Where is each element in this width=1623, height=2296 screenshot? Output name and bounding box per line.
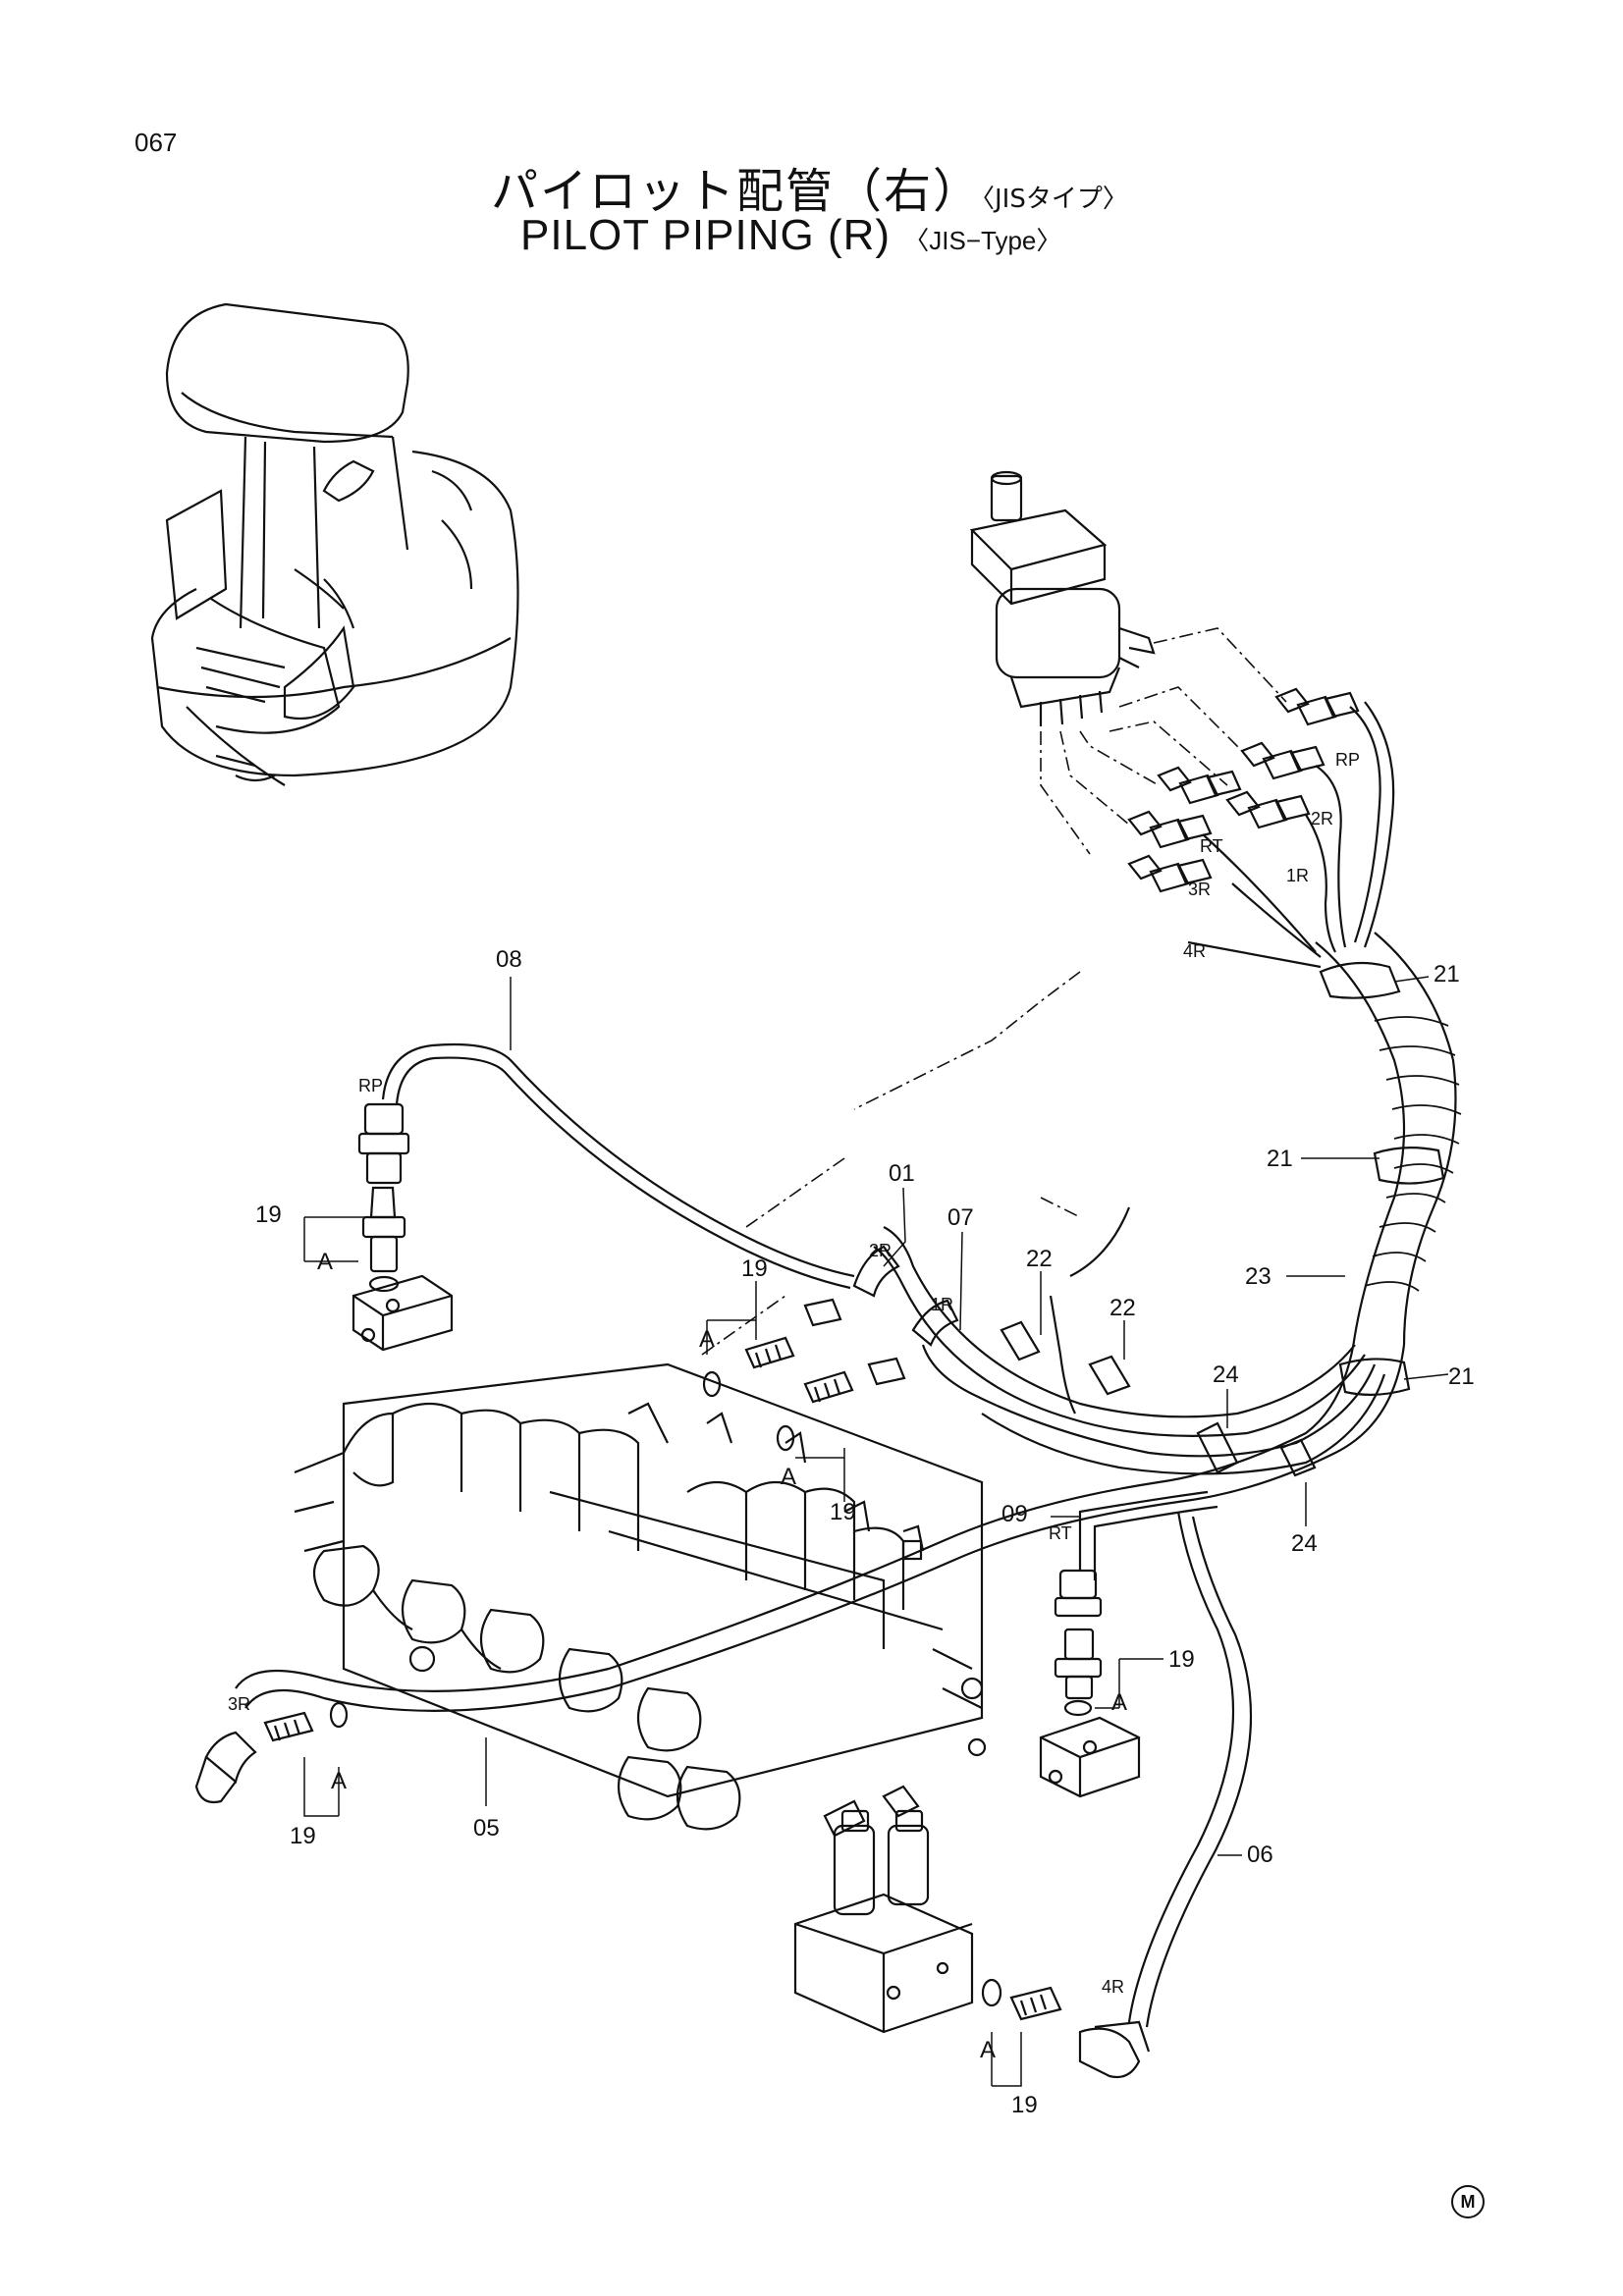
callout-05: 05 bbox=[473, 1815, 500, 1842]
callout-19f: 19 bbox=[1011, 2092, 1038, 2118]
rt-fitting-stack bbox=[1039, 1569, 1141, 1798]
callout-19d: 19 bbox=[1168, 1646, 1195, 1673]
label-a4: A bbox=[1111, 1689, 1127, 1716]
hose-bundle-upper bbox=[1187, 701, 1457, 1346]
port-1r-top: 1R bbox=[1286, 866, 1309, 885]
port-1r-mid: 1R bbox=[931, 1295, 953, 1314]
hose-08 bbox=[381, 1042, 855, 1290]
port-4r-top: 4R bbox=[1183, 941, 1206, 961]
corner-mark: M bbox=[1451, 2185, 1485, 2218]
port-rp-top: RP bbox=[1335, 750, 1360, 770]
title-english-type: 〈JIS−Type〉 bbox=[903, 226, 1062, 255]
callout-labels: 08 01 07 22 22 21 21 21 23 24 24 09 05 0… bbox=[228, 750, 1475, 2118]
callout-07: 07 bbox=[947, 1204, 974, 1231]
port-2r-top: 2R bbox=[1311, 809, 1333, 828]
clamps-22-24 bbox=[1000, 1320, 1317, 1477]
leader-lines bbox=[701, 627, 1287, 1356]
label-a2: A bbox=[699, 1326, 715, 1353]
page-number: 067 bbox=[135, 128, 178, 157]
callout-23: 23 bbox=[1245, 1263, 1271, 1290]
cab-overview bbox=[150, 302, 519, 786]
title-japanese: パイロット配管（右）〈JISタイプ〉 bbox=[491, 152, 1128, 221]
callout-01: 01 bbox=[889, 1160, 915, 1187]
callout-21a: 21 bbox=[1434, 961, 1460, 988]
callout-22a: 22 bbox=[1026, 1246, 1053, 1272]
callout-08: 08 bbox=[496, 946, 522, 973]
port-rt-mid: RT bbox=[1049, 1523, 1072, 1543]
callout-22b: 22 bbox=[1109, 1295, 1136, 1321]
callout-09: 09 bbox=[1001, 1501, 1028, 1527]
port-rp-left: RP bbox=[358, 1076, 383, 1095]
control-valve-fittings bbox=[702, 1245, 959, 1452]
title-english: PILOT PIPING (R) 〈JIS−Type〉 bbox=[520, 211, 1061, 260]
callout-21b: 21 bbox=[1267, 1146, 1293, 1172]
callout-06: 06 bbox=[1247, 1842, 1273, 1868]
callout-24b: 24 bbox=[1291, 1530, 1318, 1557]
protector-wraps bbox=[1364, 1016, 1462, 1292]
pilot-valve-fittings bbox=[1127, 687, 1360, 893]
label-a3: A bbox=[781, 1464, 796, 1490]
callout-19b: 19 bbox=[741, 1255, 768, 1282]
hose-bundle-lower bbox=[235, 1206, 1406, 2028]
title-english-text: PILOT PIPING (R) bbox=[520, 211, 892, 259]
port-3r-top: 3R bbox=[1188, 880, 1211, 899]
fitting-3r bbox=[194, 1701, 349, 1804]
callout-19c: 19 bbox=[830, 1499, 856, 1525]
port-4r-bottom: 4R bbox=[1102, 1977, 1124, 1997]
port-3r-left: 3R bbox=[228, 1694, 250, 1714]
fitting-4r bbox=[981, 1978, 1151, 2079]
callout-leaders bbox=[303, 976, 1449, 2087]
title-japanese-text: パイロット配管（右） bbox=[491, 164, 983, 219]
title-japanese-type: 〈JISタイプ〉 bbox=[982, 185, 1128, 214]
solenoid-valve bbox=[793, 1785, 974, 2034]
control-valve bbox=[294, 1362, 987, 1831]
pilot-valve bbox=[969, 470, 1156, 726]
label-a6: A bbox=[980, 2037, 996, 2063]
callout-21c: 21 bbox=[1448, 1363, 1475, 1390]
clamps-21 bbox=[1319, 961, 1445, 1396]
callout-19a: 19 bbox=[255, 1201, 282, 1228]
callout-24a: 24 bbox=[1213, 1362, 1239, 1388]
label-a1: A bbox=[317, 1249, 333, 1275]
port-2r-mid: 2R bbox=[869, 1241, 892, 1260]
port-rt-top: RT bbox=[1200, 836, 1223, 856]
rp-fitting-stack bbox=[352, 1102, 454, 1352]
label-a5: A bbox=[331, 1768, 347, 1794]
callout-19e: 19 bbox=[290, 1823, 316, 1849]
